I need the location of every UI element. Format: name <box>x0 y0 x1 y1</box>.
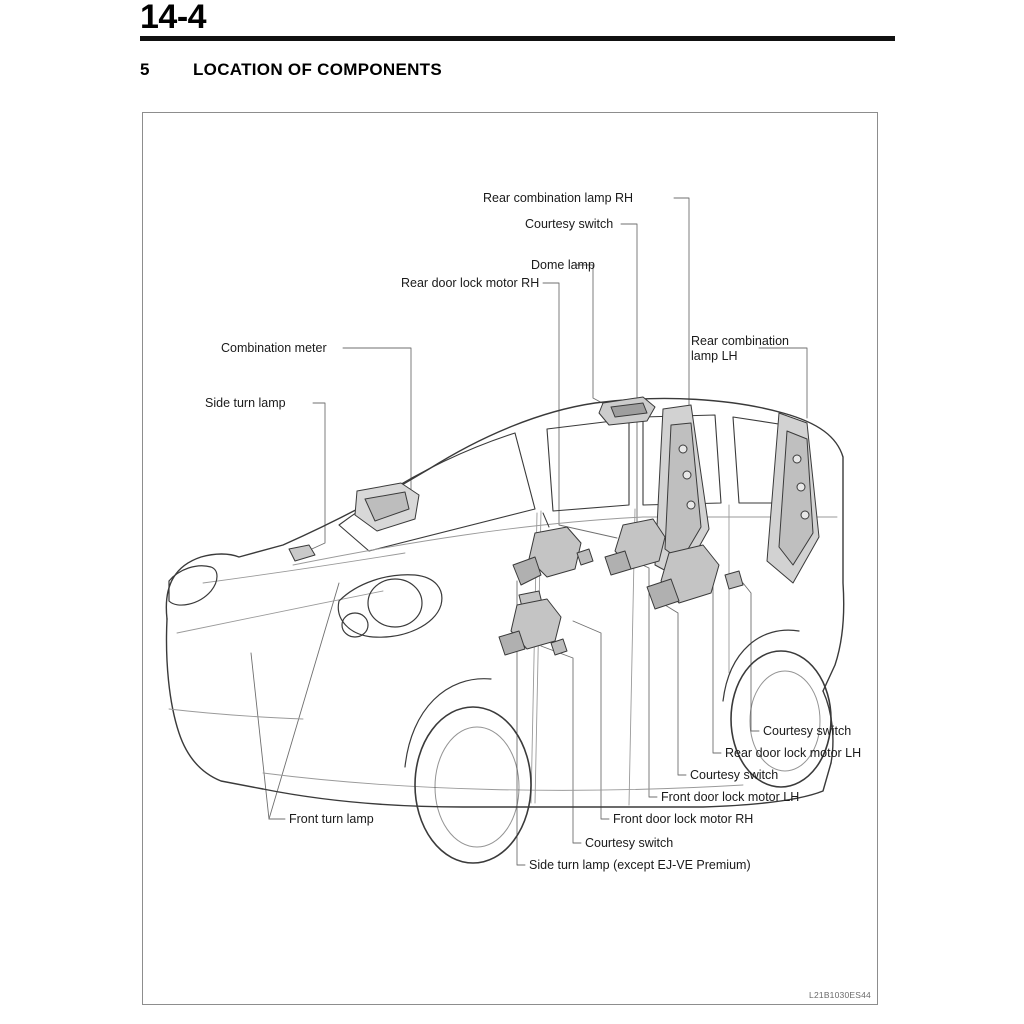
part-rear-combination-lamp-lh <box>766 412 820 584</box>
header-rule <box>140 36 895 41</box>
page-title: LOCATION OF COMPONENTS <box>193 60 442 79</box>
section-number: 5 <box>140 60 150 79</box>
callout-combination-meter: Combination meter <box>221 341 327 355</box>
callout-side-turn-lamp: Side turn lamp <box>205 396 286 410</box>
window-glass-group <box>338 414 804 552</box>
vehicle-cutaway-illustration <box>165 197 845 866</box>
callout-front-door-lock-motor-lh: Front door lock motor LH <box>661 790 800 804</box>
page-number: 14-4 <box>140 0 207 36</box>
callout-rear-combination-lamp-lh-line1: Rear combination <box>691 334 789 348</box>
part-rear-door-lock-motor-lh <box>646 544 744 610</box>
component-location-diagram: Rear combination lamp RH Courtesy switch… <box>142 112 878 1005</box>
page-header: 14-4 5 LOCATION OF COMPONENTS <box>0 0 1024 100</box>
callout-front-door-lock-motor-rh: Front door lock motor RH <box>613 812 754 826</box>
wheel-rear <box>730 650 832 788</box>
part-rear-door-lock-motor-rh <box>604 518 666 576</box>
callout-courtesy-switch-right: Courtesy switch <box>763 724 852 738</box>
vehicle-body-outline <box>165 397 845 808</box>
callout-rear-door-lock-motor-rh: Rear door lock motor RH <box>401 276 540 290</box>
part-side-turn-lamp <box>288 544 316 562</box>
part-rear-combination-lamp-rh <box>654 404 710 580</box>
side-mirror <box>168 565 218 606</box>
callout-courtesy-switch-bottom: Courtesy switch <box>585 836 674 850</box>
headlamp-assembly <box>337 574 443 638</box>
callout-courtesy-switch-top: Courtesy switch <box>525 217 614 231</box>
part-combination-meter <box>354 482 420 532</box>
callout-rear-combination-lamp-rh: Rear combination lamp RH <box>483 191 634 205</box>
part-front-door-lock-motor-rh <box>498 598 562 656</box>
wheel-front <box>414 706 532 864</box>
callout-rear-combination-lamp-lh-line2: lamp LH <box>691 349 738 363</box>
part-front-door-lock-motor-lh <box>512 512 582 586</box>
callout-dome-lamp: Dome lamp <box>531 258 595 272</box>
wheel-arches <box>404 629 800 768</box>
drawing-code: L21B1030ES44 <box>809 990 871 1000</box>
callout-courtesy-switch-mid: Courtesy switch <box>690 768 779 782</box>
callout-front-turn-lamp: Front turn lamp <box>289 812 374 826</box>
callout-rear-door-lock-motor-lh: Rear door lock motor LH <box>725 746 862 760</box>
callout-side-turn-lamp-except: Side turn lamp (except EJ-VE Premium) <box>529 858 751 872</box>
part-dome-lamp <box>598 396 656 426</box>
